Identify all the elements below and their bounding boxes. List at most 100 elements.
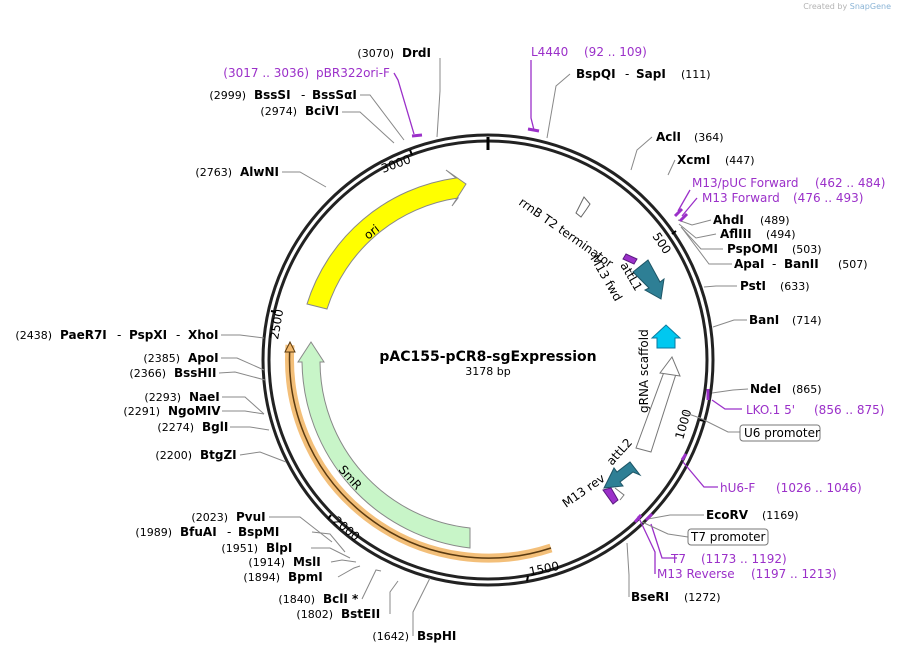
site-ecorv-pos: (1169): [762, 509, 799, 522]
smr-arrow: [297, 341, 471, 549]
m13fwd-arrow: [622, 253, 638, 265]
ori-feature[interactable]: ori: [306, 169, 467, 310]
site-pspxi-name: PspXI: [129, 328, 167, 342]
site-apoi-name: ApoI: [188, 351, 219, 365]
site-apai-name: ApaI: [734, 257, 764, 271]
site-pspxi-sep: -: [176, 328, 180, 342]
site-bsshii[interactable]: (2366) BssHII: [129, 366, 216, 380]
snapgene-credit: Created by SnapGene: [803, 2, 891, 11]
site-ahdi-name: AhdI: [713, 213, 744, 227]
primer-m13reverse-range: (1197 .. 1213): [751, 567, 837, 581]
site-msli[interactable]: (1914) MslI: [248, 555, 320, 569]
t7-promoter-box: [687, 528, 769, 546]
site-aflIII-pos: (494): [766, 228, 796, 241]
primer-l4440[interactable]: L4440 (92 .. 109): [531, 45, 647, 59]
site-bpmi[interactable]: (1894) BpmI: [243, 570, 322, 584]
site-pspomi-name: PspOMI: [727, 242, 778, 256]
site-sapi-name: SapI: [636, 67, 666, 81]
site-bsssi-sep: -: [301, 88, 305, 102]
m13rev-label: M13 rev: [560, 471, 608, 510]
site-apai-sep: -: [772, 257, 776, 271]
attl1-arrow: [632, 259, 665, 300]
site-paer7i[interactable]: (2438) PaeR7I - PspXI - XhoI: [15, 328, 218, 342]
site-bpmi-pos: (1894): [243, 571, 280, 584]
site-bsteii[interactable]: (1802) BstEII: [296, 607, 380, 621]
site-ecorv-name: EcoRV: [706, 508, 749, 522]
site-bani-name: BanI: [749, 313, 779, 327]
site-xcmi[interactable]: XcmI (447): [677, 153, 755, 167]
site-psti[interactable]: PstI (633): [740, 279, 810, 293]
attl1-feature[interactable]: attL1: [617, 259, 665, 300]
site-alwni[interactable]: (2763) AlwNI: [195, 165, 279, 179]
site-paer7i-name: PaeR7I: [60, 328, 107, 342]
connector-lines: [218, 58, 749, 636]
smr-feature[interactable]: SmR: [297, 341, 471, 549]
grna-feature[interactable]: gRNA scaffold: [637, 324, 682, 413]
site-apai-pos: (507): [838, 258, 868, 271]
tick-label-1500: 1500: [528, 559, 561, 579]
primer-m13forward[interactable]: M13 Forward (476 .. 493): [702, 191, 863, 205]
site-bgli-pos: (2274): [157, 421, 194, 434]
site-btgzi-name: BtgZI: [200, 448, 237, 462]
backbone-outer: [261, 133, 715, 587]
site-bseri[interactable]: BseRI (1272): [631, 590, 721, 604]
tick-label-2500: 2500: [267, 308, 286, 341]
u6-feature[interactable]: [635, 356, 681, 453]
site-bsssai-name: BssSαI: [312, 88, 357, 102]
primer-l4440-range: (92 .. 109): [584, 45, 647, 59]
snapgene-logo: SnapGene: [849, 2, 891, 11]
primer-pbr322ori[interactable]: (3017 .. 3036) pBR322ori-F: [223, 66, 390, 80]
site-blpi-pos: (1951): [221, 542, 258, 555]
primer-m13reverse[interactable]: M13 Reverse (1197 .. 1213): [657, 567, 837, 581]
primer-lko1-name: LKO.1 5': [746, 403, 795, 417]
site-ngomiv-name: NgoMIV: [168, 404, 221, 418]
site-bfuai-pos: (1989): [135, 526, 172, 539]
site-naei[interactable]: (2293) NaeI: [144, 390, 219, 404]
site-aflIII[interactable]: AflIII (494): [720, 227, 796, 241]
primer-marks: [411, 127, 710, 523]
site-pspomi[interactable]: PspOMI (503): [727, 242, 822, 256]
site-acli-name: AclI: [656, 130, 681, 144]
site-bcivi[interactable]: (2974) BciVI: [260, 104, 339, 118]
site-acli[interactable]: AclI (364): [656, 130, 724, 144]
site-drdi[interactable]: (3070) DrdI: [357, 46, 431, 60]
site-bsphi-pos: (1642): [372, 630, 409, 643]
site-btgzi[interactable]: (2200) BtgZI: [155, 448, 236, 462]
site-apai[interactable]: ApaI - BanII (507): [734, 257, 868, 271]
site-ahdi-pos: (489): [760, 214, 790, 227]
primer-t7[interactable]: T7 (1173 .. 1192): [670, 552, 787, 566]
site-naei-pos: (2293): [144, 391, 181, 404]
primer-hu6f[interactable]: hU6-F (1026 .. 1046): [720, 481, 862, 495]
site-bani[interactable]: BanI (714): [749, 313, 822, 327]
site-msli-pos: (1914): [248, 556, 285, 569]
rrnb-arrow: [575, 196, 591, 218]
site-bcli[interactable]: (1840) BclI *: [278, 592, 359, 606]
site-blpi[interactable]: (1951) BlpI: [221, 541, 292, 555]
site-ecorv[interactable]: EcoRV (1169): [706, 508, 799, 522]
primer-m13puc[interactable]: M13/pUC Forward (462 .. 484): [692, 176, 885, 190]
site-naei-name: NaeI: [189, 390, 220, 404]
site-ndei[interactable]: NdeI (865): [750, 382, 822, 396]
site-xhoi-name: XhoI: [188, 328, 219, 342]
site-bfuai[interactable]: (1989) BfuAI - BspMI: [135, 525, 279, 539]
tick-2500: 2500: [267, 308, 286, 341]
site-banii-name: BanII: [784, 257, 819, 271]
u6-promoter-label[interactable]: U6 promoter: [682, 411, 821, 442]
primer-hu6f-range: (1026 .. 1046): [776, 481, 862, 495]
primer-m13puc-range: (462 .. 484): [815, 176, 885, 190]
site-ndei-name: NdeI: [750, 382, 781, 396]
plasmid-length: 3178 bp: [465, 365, 510, 378]
site-apoi[interactable]: (2385) ApoI: [143, 351, 218, 365]
site-bsssi[interactable]: (2999) BssSI - BssSαI: [209, 88, 356, 102]
attl2-feature[interactable]: attL2: [603, 436, 642, 489]
site-ngomiv[interactable]: (2291) NgoMIV: [123, 404, 221, 418]
site-bspqi[interactable]: BspQI - SapI (111): [576, 67, 711, 81]
primer-lko1[interactable]: LKO.1 5' (856 .. 875): [746, 403, 884, 417]
site-bsphi[interactable]: (1642) BspHI: [372, 629, 456, 643]
smr-orf-arrowhead: [284, 340, 296, 353]
site-xcmi-pos: (447): [725, 154, 755, 167]
t7-promoter-label[interactable]: T7 promoter: [641, 521, 769, 546]
site-pvui[interactable]: (2023) PvuI: [191, 510, 265, 524]
site-ahdi[interactable]: AhdI (489): [713, 213, 790, 227]
site-bgli[interactable]: (2274) BglI: [157, 420, 228, 434]
